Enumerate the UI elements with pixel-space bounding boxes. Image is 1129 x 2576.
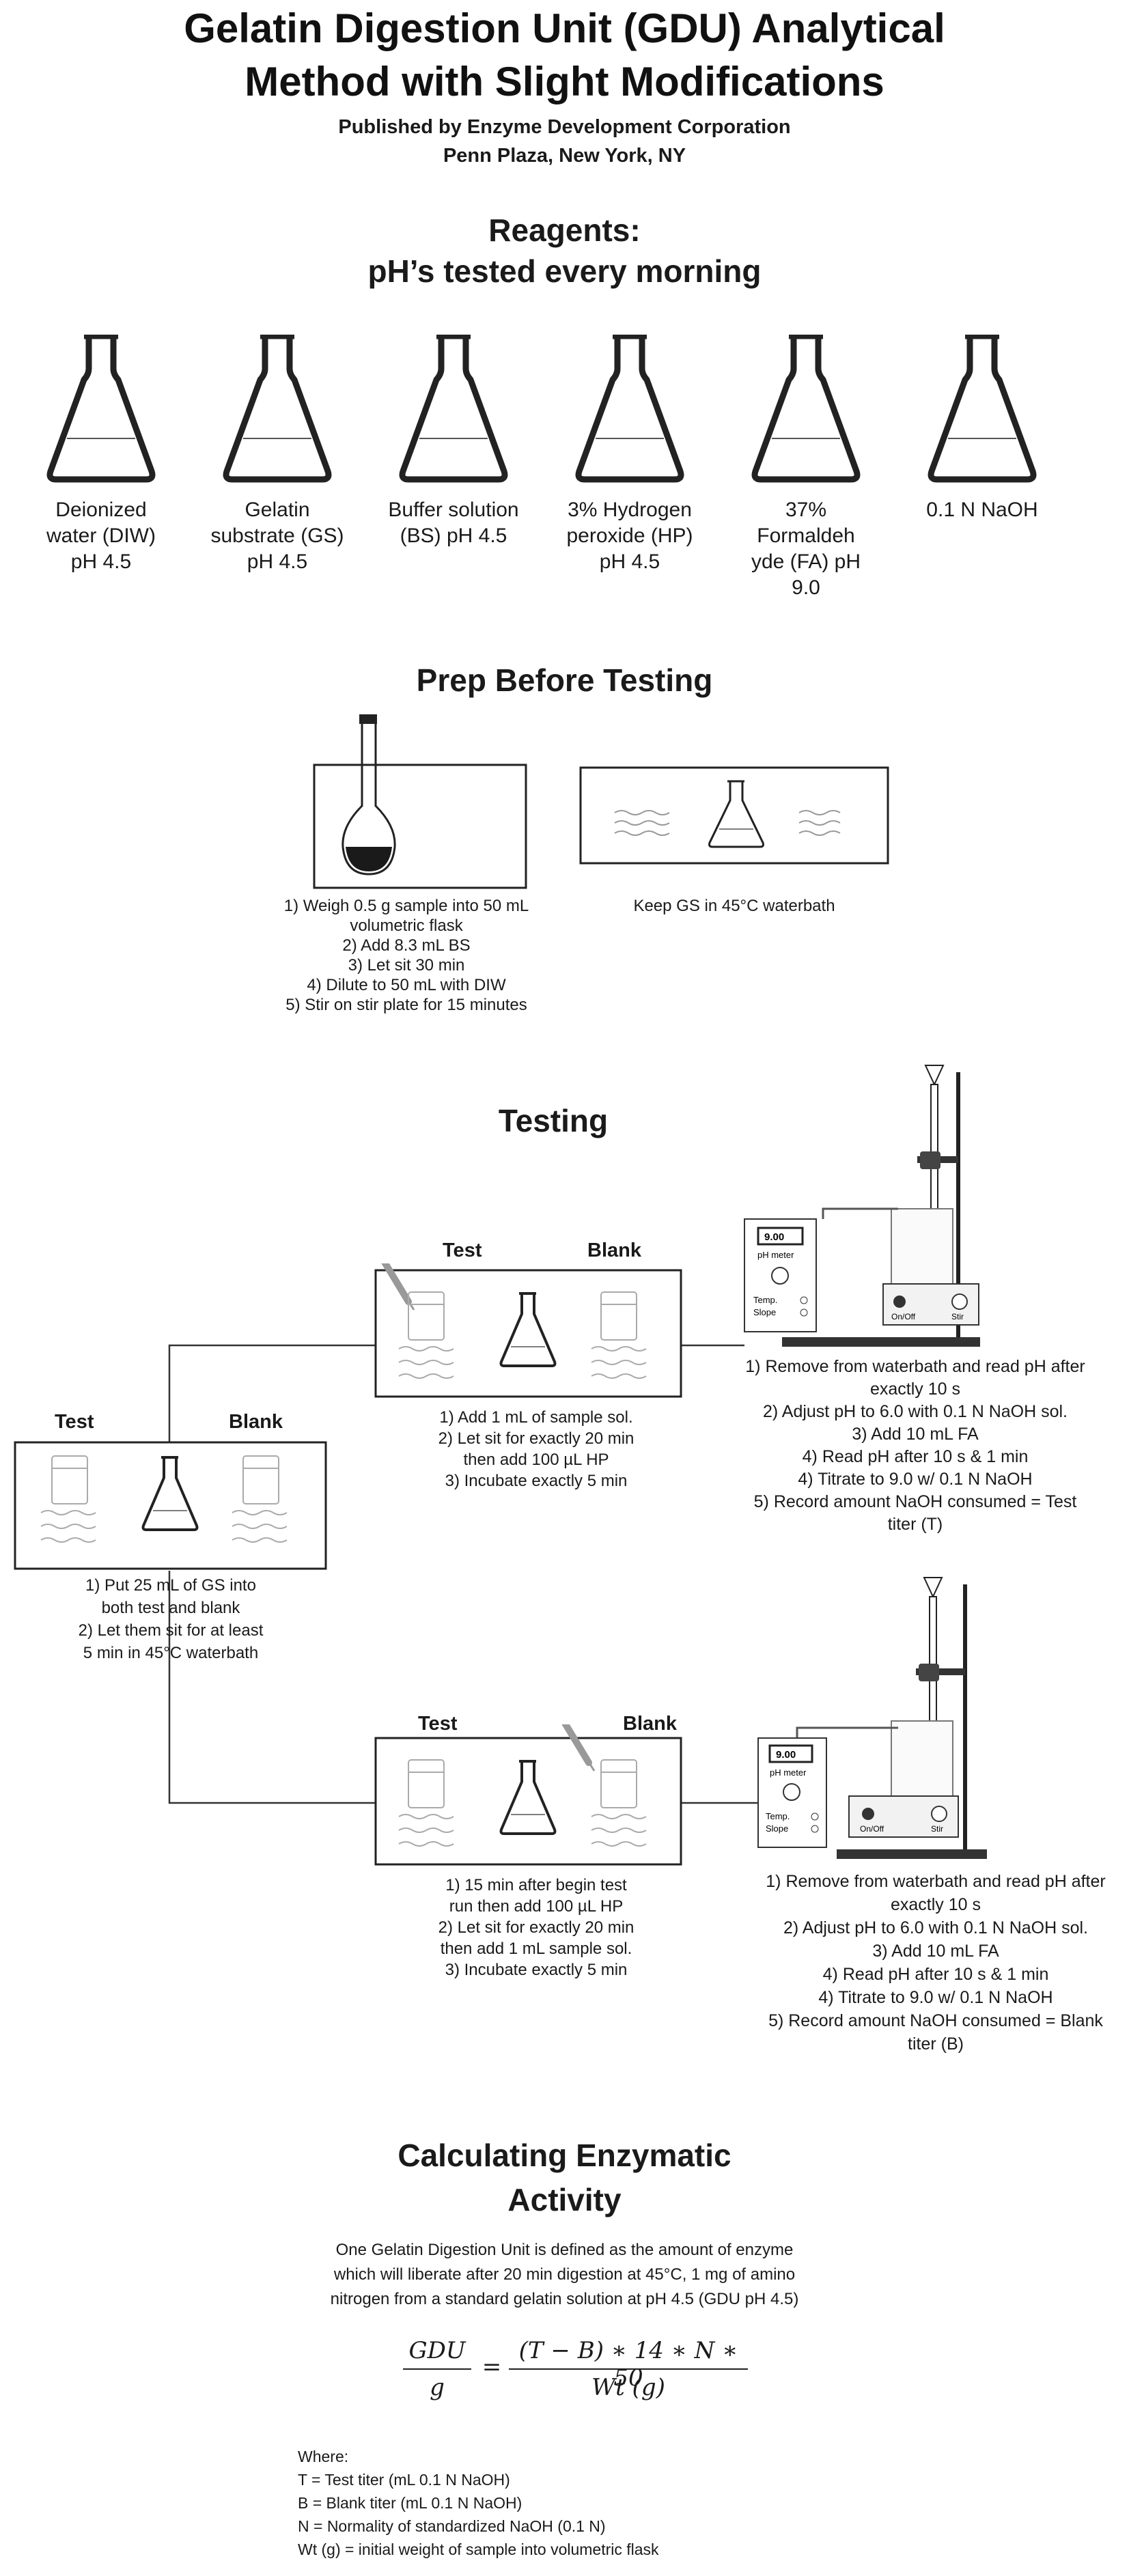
reagents-subheading: pH’s tested every morning — [367, 253, 762, 289]
slope-label: Slope — [766, 1823, 788, 1834]
reagent-label-fa: 37% Formaldeh yde (FA) pH 9.0 — [751, 499, 861, 599]
reagents-heading: Reagents: — [488, 212, 641, 248]
test-box-test-label: Test — [443, 1240, 482, 1261]
formula-lhs-numerator: GDU — [408, 2337, 466, 2364]
water-wave-icon — [614, 810, 841, 836]
prep-illustrations — [313, 714, 889, 889]
stir-label: Stir — [951, 1312, 964, 1321]
formula-rhs-denominator: Wt (g) — [591, 2374, 665, 2401]
test-waterbath-box — [374, 1263, 682, 1398]
ph-meter-label: pH meter — [770, 1767, 807, 1778]
prep-heading: Prep Before Testing — [416, 662, 713, 698]
title-line-2: Method with Slight Modifications — [245, 59, 884, 104]
publisher-line: Published by Enzyme Development Corporat… — [338, 116, 791, 138]
start-waterbath-box — [14, 1441, 327, 1570]
blank-box-steps: 1) 15 min after begin test run then add … — [438, 1876, 635, 1979]
waterbath-box — [579, 766, 889, 865]
funnel-icon — [924, 1065, 945, 1087]
blank-box-test-label: Test — [418, 1713, 458, 1735]
reagent-label-hp: 3% Hydrogen peroxide (HP) pH 4.5 — [566, 499, 693, 573]
erlenmeyer-flask-icon — [751, 335, 861, 483]
test-box-steps: 1) Add 1 mL of sample sol. 2) Let sit fo… — [438, 1408, 635, 1490]
stir-label: Stir — [931, 1824, 943, 1834]
titration-setup-blank: On/Off Stir 9.00 pH meter Temp. Slope — [757, 1577, 987, 1859]
onoff-label: On/Off — [860, 1824, 884, 1834]
prep-waterbath-caption: Keep GS in 45°C waterbath — [633, 897, 835, 915]
blank-waterbath-box — [374, 1724, 682, 1866]
beaker-icon — [591, 1291, 647, 1379]
beaker-icon — [398, 1291, 454, 1379]
temp-label: Temp. — [766, 1811, 790, 1821]
beaker-icon — [232, 1455, 288, 1543]
address-line: Penn Plaza, New York, NY — [443, 145, 686, 167]
reagent-label-diw: Deionized water (DIW) pH 4.5 — [46, 499, 156, 573]
erlenmeyer-flask-icon — [499, 1760, 557, 1835]
erlenmeyer-flask-icon — [223, 335, 332, 483]
beaker-icon — [40, 1455, 96, 1543]
prep-flask-steps: 1) Weigh 0.5 g sample into 50 mL volumet… — [283, 897, 529, 1014]
temp-label: Temp. — [753, 1295, 777, 1305]
erlenmeyer-flask-icon — [928, 335, 1037, 483]
formula-equals: = — [482, 2353, 502, 2381]
titration-setup-test: On/Off Stir 9.00 pH meter Temp. Slope — [744, 1065, 980, 1347]
titration-test-steps: 1) Remove from waterbath and read pH aft… — [745, 1357, 1085, 1534]
test-box-blank-label: Blank — [587, 1240, 641, 1261]
slope-label: Slope — [753, 1307, 776, 1317]
pipette-icon — [561, 1724, 596, 1772]
funnel-icon — [923, 1577, 943, 1599]
reagent-label-bs: Buffer solution (BS) pH 4.5 — [388, 499, 519, 547]
formula-rhs-numerator: (T − B) ∗ 14 ∗ N ∗ 50 — [518, 2337, 738, 2392]
reagent-flasks — [46, 335, 1037, 483]
beaker-icon — [891, 1720, 953, 1797]
gdu-formula: GDU g = (T − B) ∗ 14 ∗ N ∗ 50 Wt (g) — [382, 2337, 765, 2419]
formula-rhs-bar — [509, 2368, 748, 2370]
ph-meter-label: pH meter — [757, 1250, 794, 1260]
beaker-icon — [398, 1759, 454, 1847]
start-steps: 1) Put 25 mL of GS into both test and bl… — [78, 1576, 264, 1662]
start-test-label: Test — [55, 1411, 94, 1433]
beaker-icon — [891, 1208, 953, 1285]
start-blank-label: Blank — [229, 1411, 283, 1433]
testing-heading: Testing — [498, 1103, 609, 1138]
gdu-definition: One Gelatin Digestion Unit is defined as… — [330, 2241, 799, 2308]
calc-heading-line-1: Calculating Enzymatic — [398, 2138, 731, 2173]
erlenmeyer-flask-icon — [46, 335, 156, 483]
ph-display: 9.00 — [776, 1749, 796, 1761]
erlenmeyer-flask-icon — [141, 1456, 199, 1531]
calc-heading-line-2: Activity — [507, 2182, 622, 2217]
erlenmeyer-flask-icon — [399, 335, 508, 483]
erlenmeyer-flask-icon — [575, 335, 684, 483]
titration-blank-steps: 1) Remove from waterbath and read pH aft… — [766, 1872, 1106, 2054]
formula-lhs-bar — [403, 2368, 471, 2370]
erlenmeyer-flask-icon — [499, 1292, 557, 1367]
blank-box-blank-label: Blank — [623, 1713, 677, 1735]
flow-connectors — [168, 1344, 758, 1804]
formula-where-legend: Where: T = Test titer (mL 0.1 N NaOH) B … — [298, 2448, 659, 2558]
reagent-label-gs: Gelatin substrate (GS) pH 4.5 — [210, 499, 344, 573]
formula-lhs-denominator: g — [430, 2374, 445, 2401]
reagent-label-naoh: 0.1 N NaOH — [926, 499, 1038, 521]
erlenmeyer-flask-icon — [708, 780, 764, 848]
volumetric-flask-icon — [342, 714, 396, 876]
beaker-icon — [591, 1759, 647, 1847]
water-container — [313, 764, 527, 889]
title-line-1: Gelatin Digestion Unit (GDU) Analytical — [184, 5, 945, 51]
ph-display: 9.00 — [764, 1231, 784, 1243]
onoff-label: On/Off — [891, 1312, 916, 1321]
